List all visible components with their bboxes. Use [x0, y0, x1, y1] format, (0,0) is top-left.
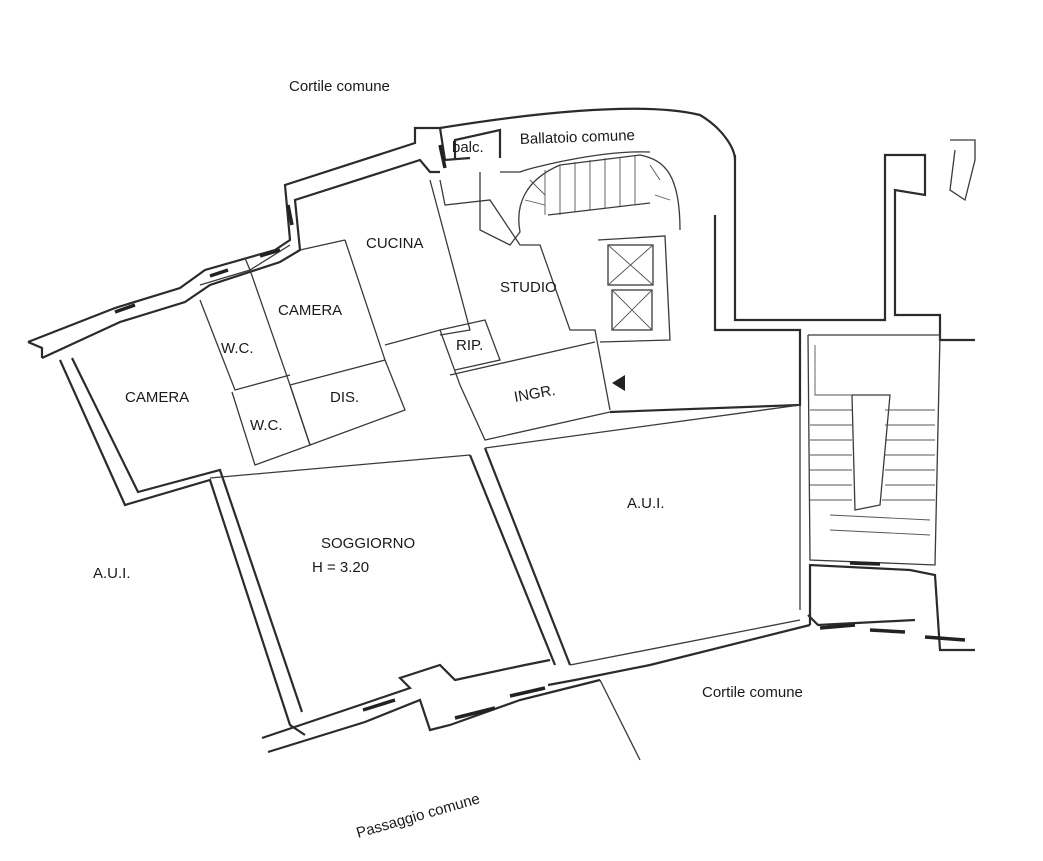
entrance-arrow-icon — [612, 375, 625, 391]
label-wc-upper: W.C. — [221, 340, 254, 357]
label-rip: RIP. — [456, 337, 483, 354]
outer-walls — [27, 107, 976, 761]
windows — [114, 144, 966, 720]
label-living: SOGGIORNO — [321, 535, 415, 552]
interior-walls — [199, 179, 801, 666]
label-landing: DIS. — [330, 389, 359, 406]
label-aui-right: A.U.I. — [627, 495, 665, 512]
label-courtyard-bottom: Cortile comune — [702, 684, 803, 701]
label-study: STUDIO — [500, 279, 557, 296]
label-aui-left: A.U.I. — [93, 565, 131, 582]
label-ceiling-height: H = 3.20 — [312, 559, 369, 576]
label-courtyard-top: Cortile comune — [289, 78, 390, 95]
stairs — [524, 156, 941, 566]
label-passage: Passaggio comune — [354, 790, 481, 842]
label-balcony: balc. — [452, 139, 484, 156]
label-bedroom-left: CAMERA — [125, 389, 189, 406]
label-wc-lower: W.C. — [250, 417, 283, 434]
label-kitchen: CUCINA — [366, 235, 424, 252]
label-gallery: Ballatoio comune — [520, 127, 636, 148]
label-bedroom-center: CAMERA — [278, 302, 342, 319]
label-entrance: INGR. — [513, 382, 557, 406]
